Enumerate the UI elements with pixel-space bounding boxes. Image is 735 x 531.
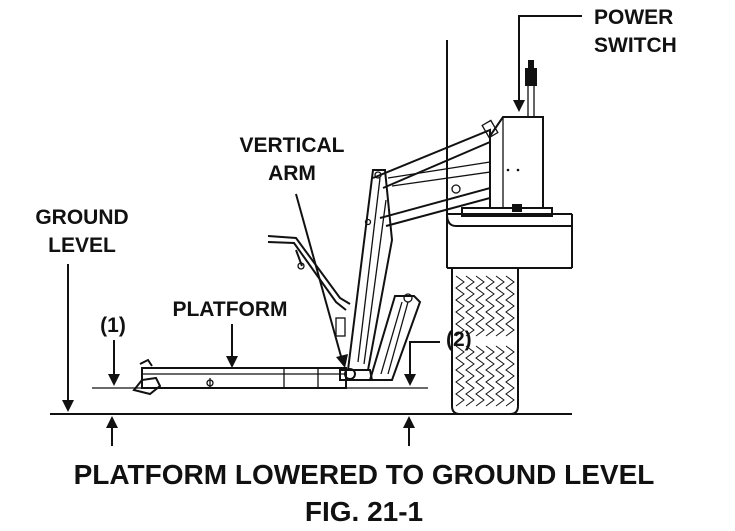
vertical-arm [335,169,394,381]
marker-1-label: (1) [100,314,126,337]
handrail [267,235,351,311]
marker-2-arrow [404,341,440,386]
hydraulic-cylinder [368,293,422,381]
platform [132,358,347,396]
marker-1-arrow [108,340,120,386]
platform-arrow [226,324,238,368]
ground-up-arrow-left [106,416,118,446]
ground-level-label-line2: LEVEL [48,234,116,257]
parallel-arms [372,128,491,227]
ground-level-arrow [62,264,74,412]
power-switch-label-line1: POWER [594,6,673,29]
caption-title: PLATFORM LOWERED TO GROUND LEVEL [74,459,655,490]
power-switch-leader [513,15,582,112]
vertical-arm-label-line1: VERTICAL [240,134,345,157]
vehicle-body [446,40,573,269]
platform-label: PLATFORM [172,298,287,321]
ground-level-label-line1: GROUND [35,206,128,229]
marker-2-label: (2) [446,328,472,351]
ground-up-arrow-right [403,416,415,446]
power-switch-label-line2: SWITCH [594,34,677,57]
vertical-arm-label-line2: ARM [268,162,316,185]
vertical-arm-leader [295,193,348,368]
caption-figure-number: FIG. 21-1 [305,496,423,527]
